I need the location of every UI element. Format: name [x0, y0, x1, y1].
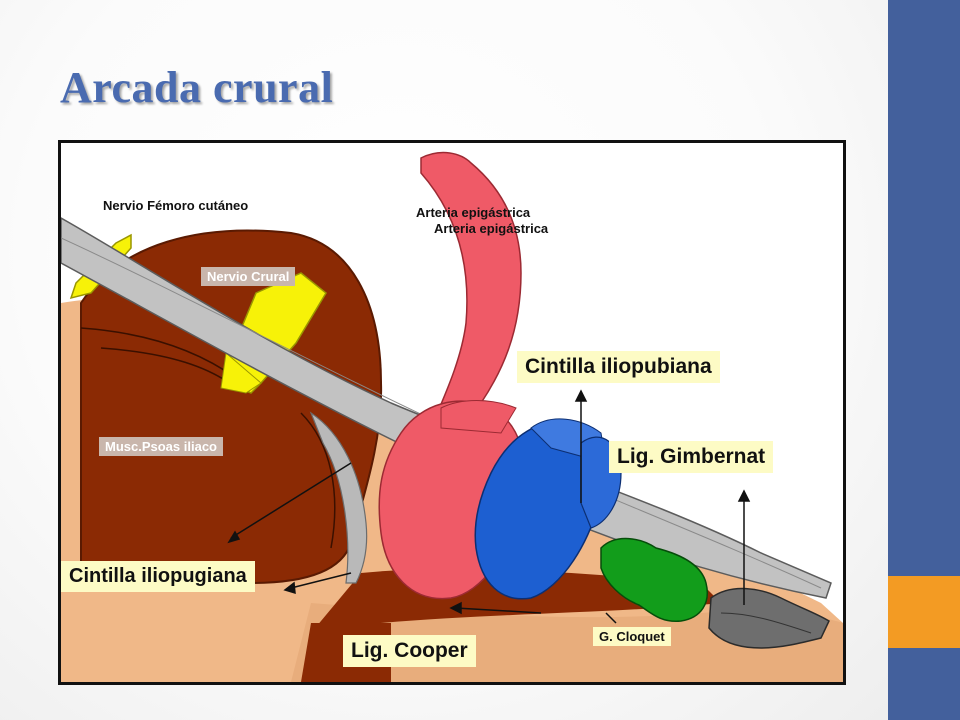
label-musc-psoas-iliaco: Musc.Psoas iliaco	[99, 437, 223, 456]
gimbernat-fibers	[720, 612, 812, 634]
label-arteria-epigastrica-2: Arteria epigástrica	[434, 221, 549, 236]
muscle-line	[300, 412, 336, 549]
label-cintilla-iliopubiana: Cintilla iliopubiana	[517, 351, 720, 383]
label-nervio-femoro-cutaneo: Nervio Fémoro cutáneo	[103, 198, 249, 213]
label-nervio-crural: Nervio Crural	[201, 267, 296, 286]
anatomy-diagram: Nervio Fémoro cutáneo Arteria epigástric…	[58, 140, 846, 685]
label-g-cloquet: G. Cloquet	[593, 627, 671, 646]
epigastric-artery	[420, 151, 522, 431]
label-arteria-epigastrica-1: Arteria epigástrica	[416, 205, 531, 220]
inguinal-ligament	[61, 217, 832, 599]
gimbernat-ligament	[708, 587, 830, 649]
iliopubic-band-left	[309, 411, 368, 584]
side-bar-orange-block	[888, 576, 960, 648]
pointer-arrows	[227, 389, 751, 624]
lymph-node	[600, 537, 708, 622]
femoral-nerve-lower	[220, 352, 262, 394]
slide-title: Arcada crural	[60, 63, 334, 112]
label-lig-cooper: Lig. Cooper	[343, 635, 476, 667]
diagram-artwork	[61, 151, 843, 682]
label-lig-gimbernat: Lig. Gimbernat	[609, 441, 774, 473]
label-cintilla-iliopugiana: Cintilla iliopugiana	[61, 561, 255, 592]
artery-upper	[440, 400, 517, 434]
